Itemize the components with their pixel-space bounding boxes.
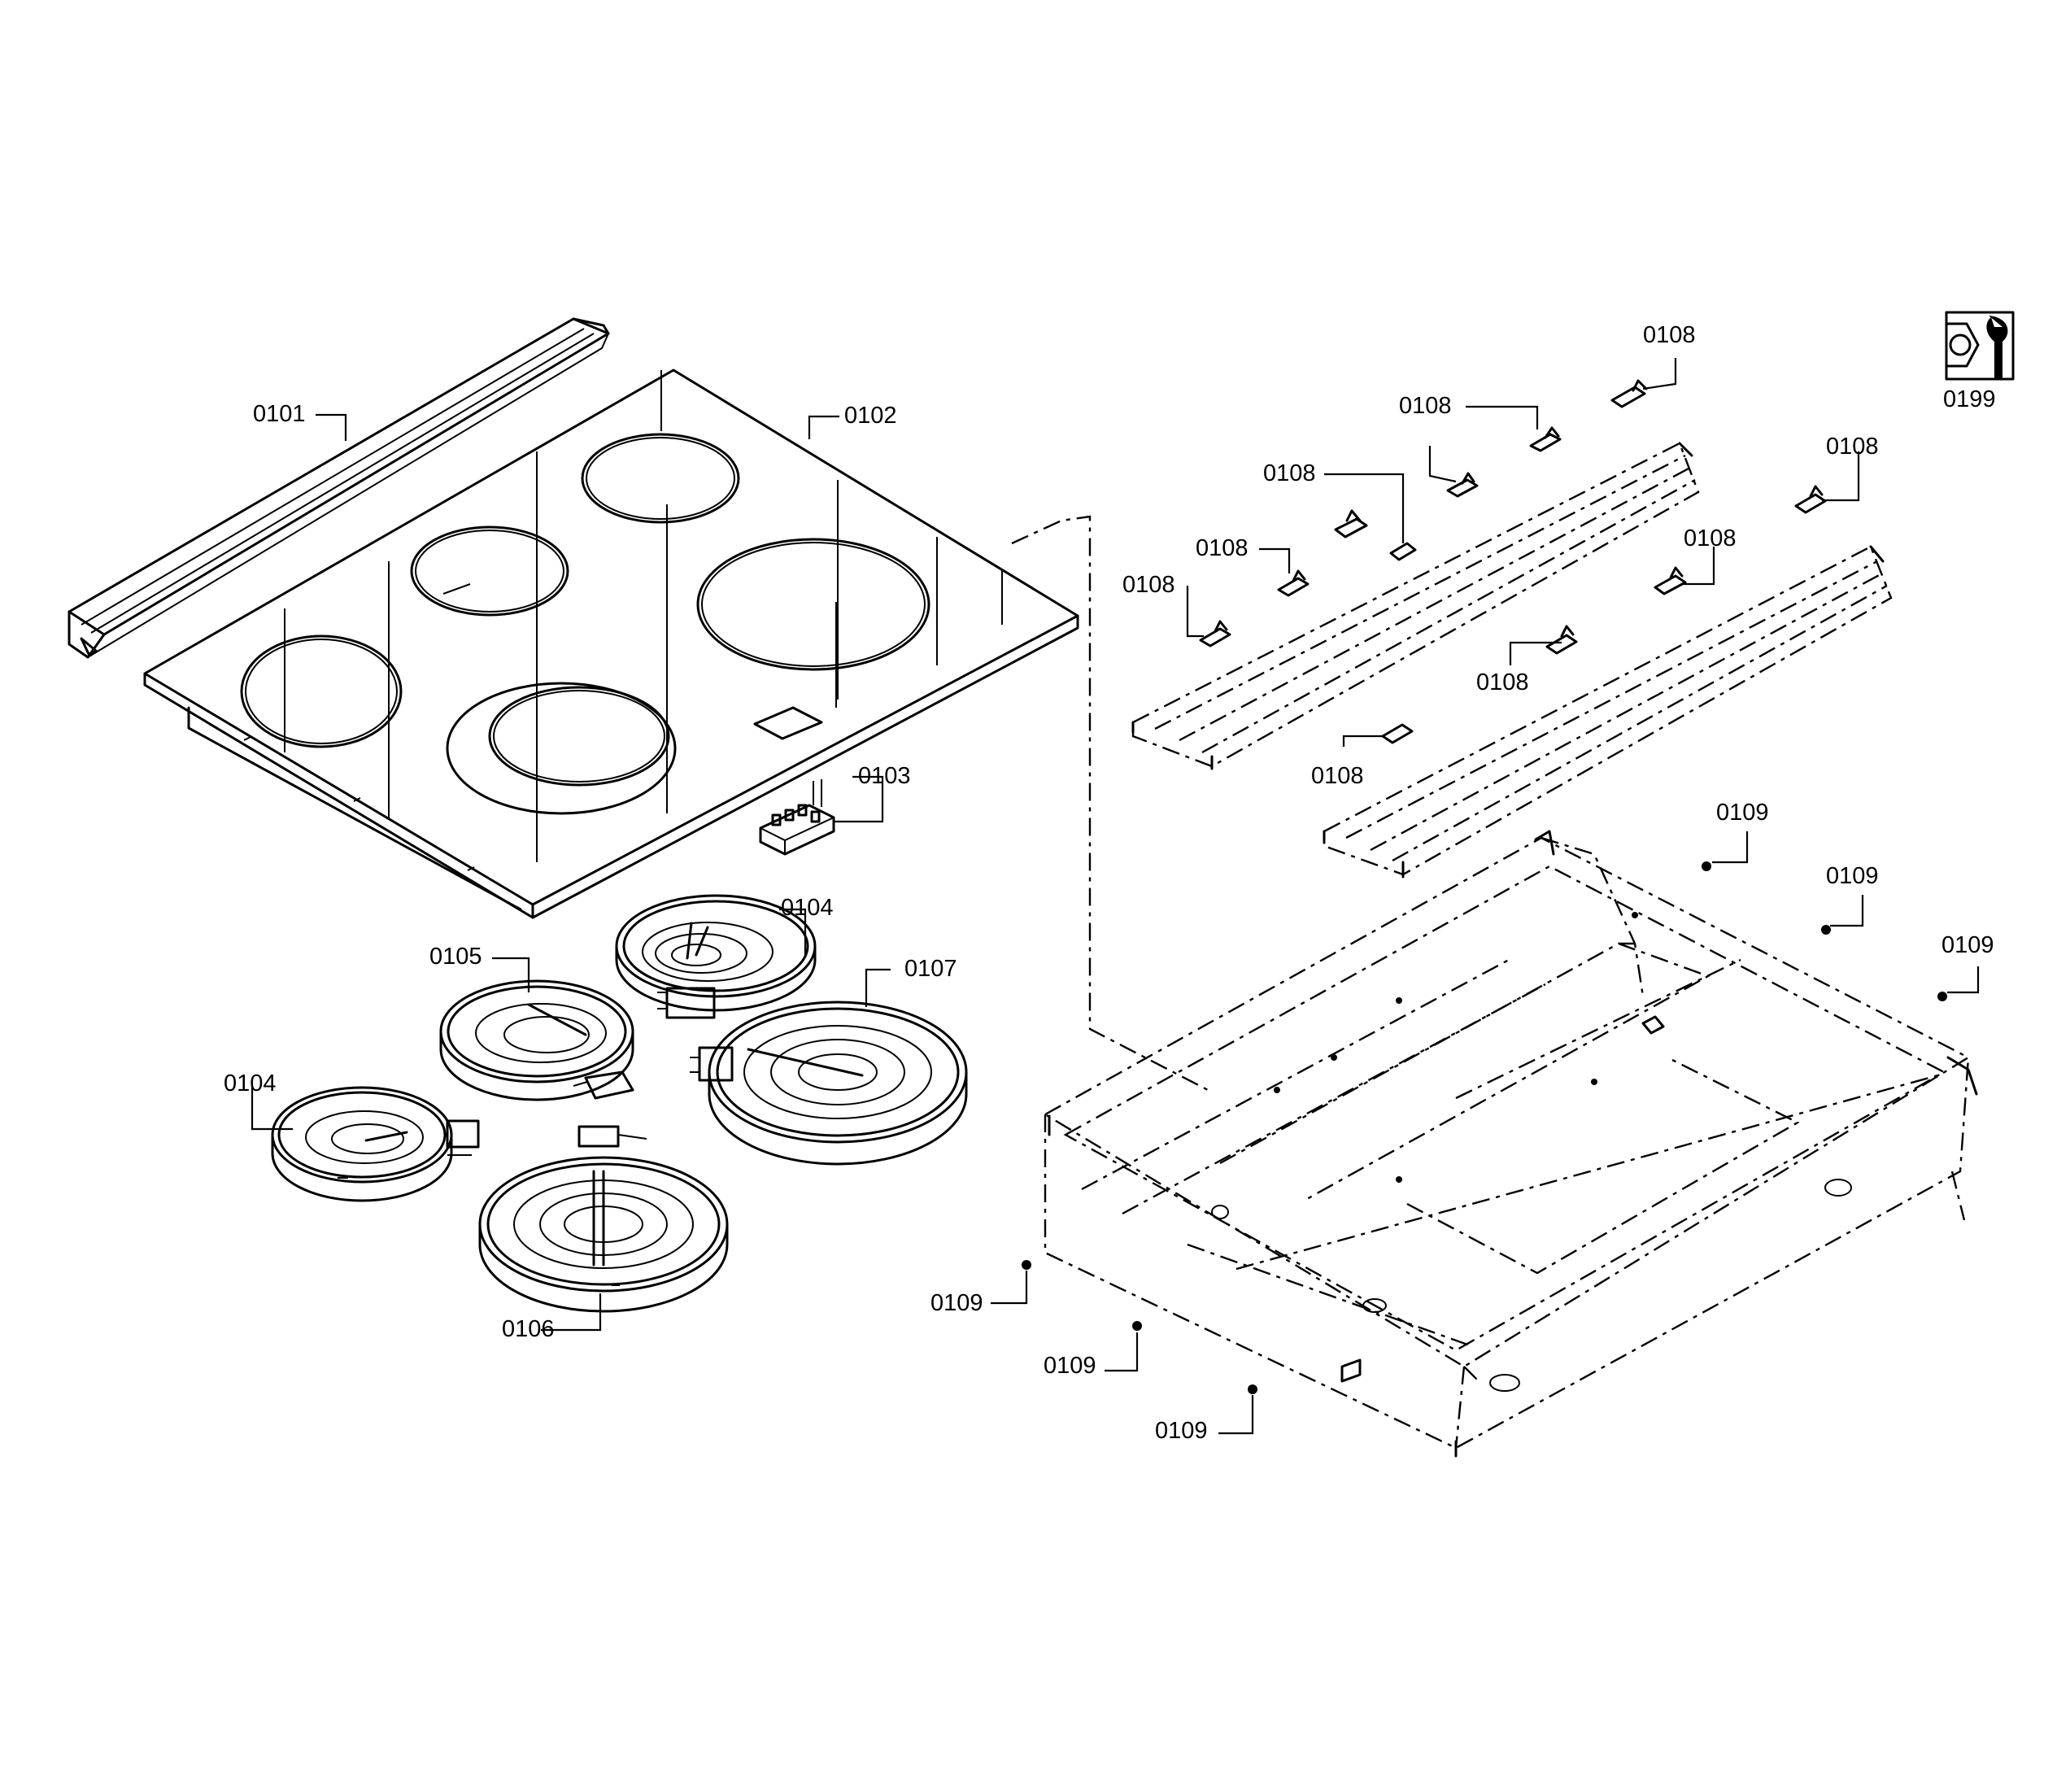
callout-0199: 0199 bbox=[1943, 386, 1996, 412]
screw-0109-a bbox=[1702, 861, 1711, 871]
screw-0109-c bbox=[1937, 992, 1947, 1001]
mounting-clip-0108-d bbox=[1334, 509, 1368, 538]
callout-0102: 0102 bbox=[844, 403, 897, 429]
callout-0105: 0105 bbox=[429, 944, 482, 970]
callout-0108-g: 0108 bbox=[1122, 572, 1175, 598]
callout-0106: 0106 bbox=[502, 1316, 555, 1342]
callout-0108-a: 0108 bbox=[1643, 322, 1696, 348]
callout-0108-c: 0108 bbox=[1826, 434, 1879, 460]
mounting-clip-0108-e bbox=[1389, 542, 1417, 561]
screw-0109-d bbox=[1022, 1260, 1031, 1270]
callout-0104-lower: 0104 bbox=[224, 1070, 277, 1097]
screw-0109-f bbox=[1248, 1384, 1257, 1394]
heating-element-0105 bbox=[439, 979, 634, 1101]
callout-0108-d: 0108 bbox=[1263, 460, 1316, 486]
heating-element-0107 bbox=[690, 1001, 968, 1166]
mounting-clip-0108-h bbox=[1794, 485, 1827, 514]
callout-0109-a: 0109 bbox=[1716, 800, 1769, 826]
callout-0108-b: 0108 bbox=[1399, 393, 1452, 419]
assembly-guide-line bbox=[1011, 515, 1209, 1092]
mounting-clip-0108-c bbox=[1446, 472, 1479, 498]
glass-cooktop-part bbox=[143, 368, 1079, 919]
trim-strip-part bbox=[68, 317, 610, 659]
screw-0109-b bbox=[1821, 925, 1831, 935]
leader-lines bbox=[251, 358, 1980, 1435]
bracket-rail-upper bbox=[1131, 442, 1700, 770]
mounting-clip-0108-g bbox=[1199, 620, 1231, 647]
mounting-clip-0108-k bbox=[1381, 723, 1414, 744]
callout-0108-f: 0108 bbox=[1684, 525, 1737, 552]
callout-0104-upper: 0104 bbox=[781, 895, 834, 921]
wrench-nut-icon bbox=[1945, 311, 2015, 381]
callout-0103: 0103 bbox=[858, 763, 911, 789]
callout-0109-b: 0109 bbox=[1826, 863, 1879, 889]
callout-0101: 0101 bbox=[253, 401, 306, 427]
mounting-clip-0108-a bbox=[1610, 379, 1648, 408]
mounting-clip-0108-j bbox=[1545, 625, 1578, 655]
base-frame-part bbox=[1043, 830, 1978, 1458]
heating-element-0104-upper bbox=[615, 894, 817, 1019]
callout-0108-i: 0108 bbox=[1311, 763, 1364, 789]
terminal-block-part bbox=[759, 779, 835, 856]
bracket-rail-lower bbox=[1323, 545, 1893, 879]
callout-0108-e: 0108 bbox=[1196, 535, 1249, 561]
callout-0107: 0107 bbox=[904, 956, 957, 982]
mounting-clip-0108-f bbox=[1277, 569, 1310, 597]
callout-0109-e: 0109 bbox=[1044, 1353, 1096, 1379]
screw-0109-e bbox=[1132, 1321, 1142, 1331]
heating-element-0106 bbox=[478, 1125, 729, 1313]
mounting-clip-0108-i bbox=[1654, 566, 1687, 595]
callout-0109-d: 0109 bbox=[930, 1290, 983, 1316]
mounting-clip-0108-b bbox=[1529, 426, 1562, 452]
callout-0109-c: 0109 bbox=[1941, 932, 1994, 958]
callout-0108-h: 0108 bbox=[1476, 669, 1529, 695]
callout-0109-f: 0109 bbox=[1155, 1418, 1208, 1444]
heating-element-0104-lower bbox=[271, 1086, 480, 1202]
